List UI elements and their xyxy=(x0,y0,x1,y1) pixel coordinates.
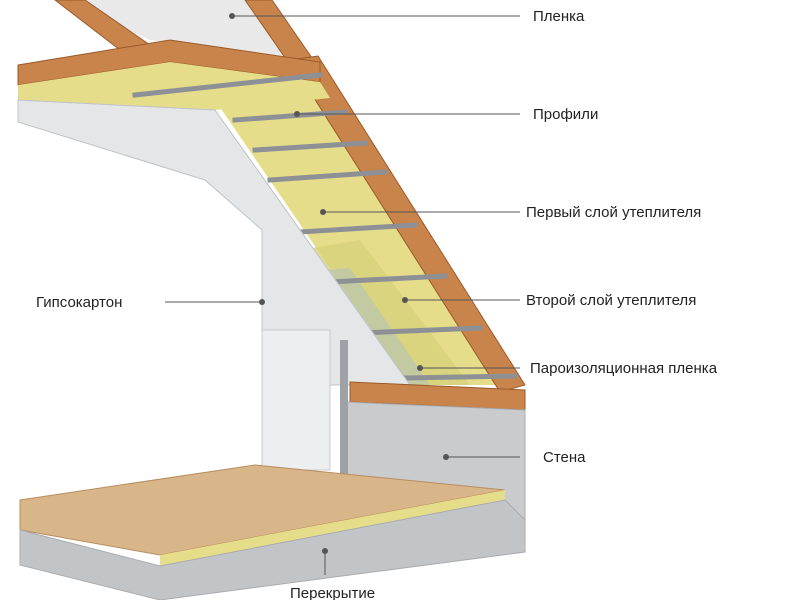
support-post xyxy=(340,340,348,475)
first-insulation-layer xyxy=(215,90,515,385)
leader-lines xyxy=(165,15,520,575)
label-profiles: Профили xyxy=(533,106,598,123)
ceiling-insulation xyxy=(18,62,330,110)
label-film: Пленка xyxy=(533,8,585,25)
label-first-insulation: Первый слой утеплителя xyxy=(526,204,701,221)
label-wall: Стена xyxy=(543,449,586,466)
floor-insulation xyxy=(160,490,505,566)
vapor-barrier-film xyxy=(325,268,430,385)
label-second-insulation: Второй слой утеплителя xyxy=(526,292,696,309)
roof-film xyxy=(60,0,300,60)
label-drywall: Гипсокартон xyxy=(36,294,122,311)
label-vapor-barrier: Пароизоляционная пленка xyxy=(530,360,718,377)
label-floor-slab: Перекрытие xyxy=(290,585,375,600)
leader-dots xyxy=(229,13,449,554)
drywall-vertical xyxy=(261,329,331,471)
floor-slab-concrete xyxy=(19,499,526,600)
profiles xyxy=(132,72,518,381)
